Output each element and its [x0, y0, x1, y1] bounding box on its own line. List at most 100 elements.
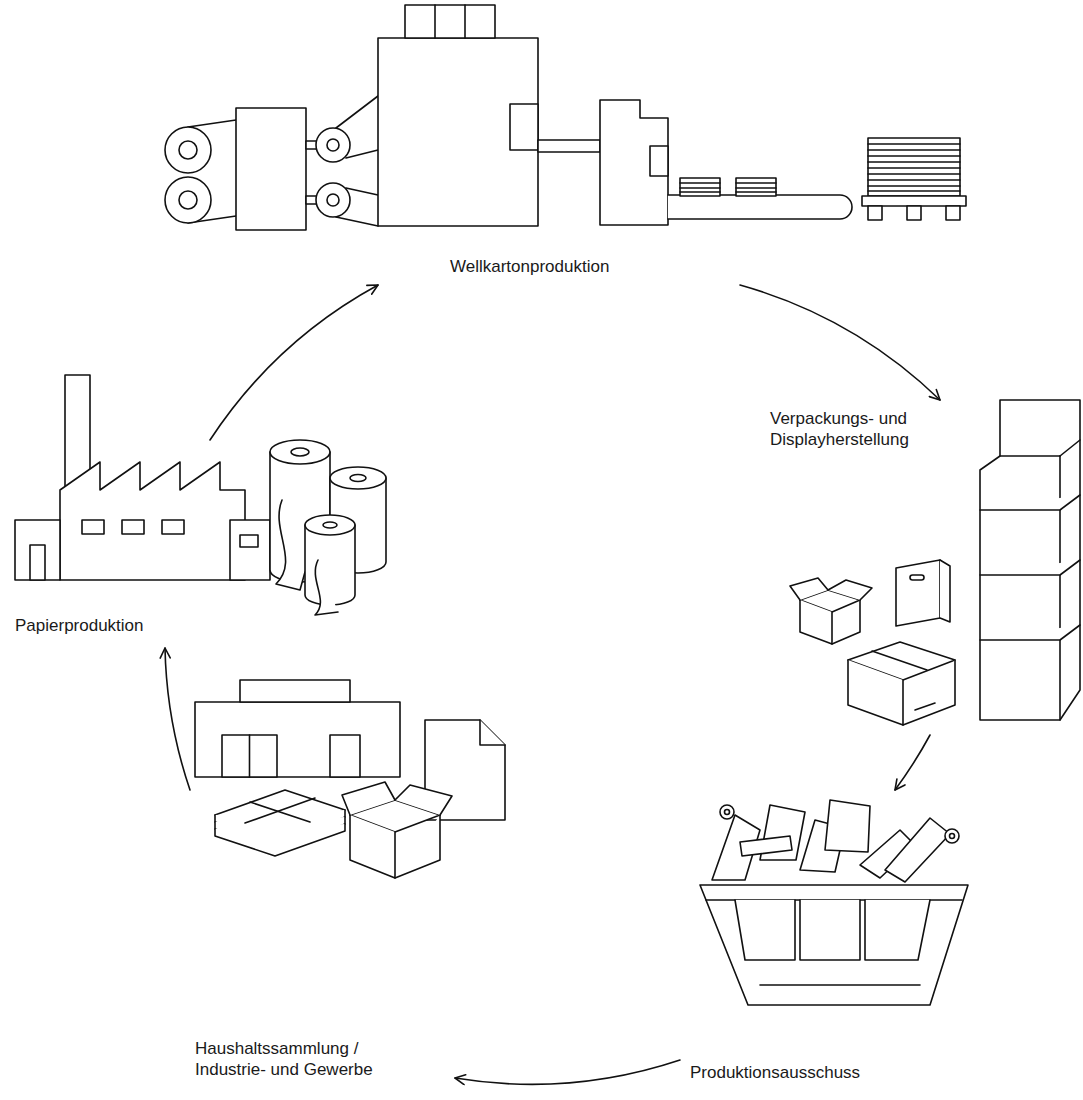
packaging-display-part: [915, 703, 935, 710]
waste-skip-part: [735, 900, 795, 960]
corrugator-machine-part: [510, 104, 538, 150]
corrugator-machine-part: [907, 206, 921, 220]
collection-point-part: [245, 798, 315, 823]
packaging-display-part: [1059, 456, 1061, 720]
stage-label: Papierproduktion: [15, 615, 215, 636]
corrugator-machine-part: [188, 120, 236, 127]
packaging-display-part: [980, 625, 1080, 640]
cycle-arrow: [895, 735, 930, 790]
corrugator-machine-part: [868, 179, 960, 181]
stage-label: Haushaltssammlung / Industrie- und Gewer…: [195, 1038, 395, 1080]
corrugator-machine-part: [680, 187, 720, 189]
corrugator-machine-part: [736, 187, 776, 189]
packaging-display-part: [828, 580, 872, 600]
collection-point-part: [240, 680, 350, 702]
corrugator-machine-part: [868, 138, 960, 196]
packaging-display-part: [1000, 455, 1060, 457]
stage-label: Produktionsausschuss: [690, 1062, 910, 1083]
paper-mill-part: [60, 462, 245, 580]
collection-point-part: [330, 735, 360, 777]
corrugator-machine-part: [862, 196, 966, 206]
corrugator-machine-part: [316, 183, 350, 217]
waste-skip-part: [760, 984, 920, 986]
packaging-display-part: [832, 600, 860, 644]
cycle-arrow: [740, 285, 940, 400]
packaging-display-part: [848, 660, 903, 725]
corrugator-machine-part: [668, 195, 852, 219]
corrugator-machine-part: [868, 161, 960, 163]
paper-mill-part: [122, 520, 144, 534]
corrugator-machine-part: [464, 5, 466, 38]
waste-skip-part: [740, 836, 792, 856]
packaging-display-part: [790, 578, 828, 600]
paper-mill: [15, 375, 386, 615]
corrugator-machine-part: [868, 143, 960, 145]
corrugator-machine-part: [650, 146, 668, 176]
corrugator-machine-part: [680, 178, 720, 196]
corrugator-machine-part: [327, 139, 339, 151]
process-stage: Haushaltssammlung / Industrie- und Gewer…: [190, 680, 455, 1095]
corrugator-machine-part: [165, 127, 211, 173]
collection-point-part: [195, 702, 400, 777]
corrugator-machine-part: [346, 150, 378, 158]
collection-point-part: [249, 735, 251, 777]
corrugator-machine-part: [434, 5, 436, 38]
corrugator-machine-part: [868, 206, 882, 220]
paper-mill-part: [291, 448, 309, 456]
packaging-display-part: [903, 660, 955, 725]
collection-point-part: [222, 735, 277, 777]
paper-mill-part: [350, 475, 366, 482]
corrugator-machine-part: [346, 188, 378, 195]
collection-point-part: [342, 782, 395, 815]
corrugator-machine-part: [165, 177, 211, 223]
cycle-arrow: [455, 1060, 680, 1084]
packaging-display-part: [800, 600, 832, 644]
paper-mill-part: [330, 467, 386, 489]
corrugator-machine-part: [868, 173, 960, 175]
waste-skip-part: [865, 900, 930, 960]
corrugator-machine-part: [680, 191, 720, 193]
collection-point-part: [215, 824, 345, 856]
collection-point-part: [395, 785, 452, 815]
packaging-display-part: [872, 651, 927, 670]
packaging-display-part: [896, 560, 940, 626]
corrugator-machine-part: [868, 155, 960, 157]
stage-label: Wellkartonproduktion: [450, 256, 690, 277]
corrugator-machine-part: [336, 217, 378, 226]
waste-skip-part: [885, 818, 950, 882]
packaging-display-part: [980, 400, 1080, 720]
corrugator-machine-part: [600, 100, 668, 225]
corrugator-machine-part: [868, 185, 960, 187]
corrugator-machine-part: [405, 5, 495, 38]
waste-skip-part: [950, 834, 955, 839]
stage-label: Verpackungs- und Displayherstellung: [770, 408, 930, 450]
collection-point: [195, 680, 505, 878]
packaging-display-part: [940, 560, 950, 622]
corrugator-machine-part: [179, 191, 197, 209]
packaging-display-part: [980, 560, 1080, 575]
paper-mill-part: [276, 500, 305, 590]
collection-point-part: [350, 815, 395, 878]
waste-skip-part: [725, 810, 730, 815]
corrugator-machine-part: [868, 167, 960, 169]
collection-point-part: [480, 720, 505, 745]
paper-mill-part: [305, 515, 355, 535]
corrugator-machine: [165, 5, 966, 230]
corrugator-machine-part: [736, 191, 776, 193]
waste-skip: [700, 800, 968, 1005]
paper-mill-part: [240, 535, 258, 547]
corrugator-machine-part: [946, 206, 960, 220]
process-stage: Produktionsausschuss: [680, 790, 985, 1085]
waste-skip-part: [700, 885, 968, 1005]
waste-skip-part: [800, 900, 860, 960]
paper-mill-part: [82, 520, 104, 534]
packaging-display-part: [980, 495, 1080, 510]
corrugator-machine-part: [736, 182, 776, 184]
paper-mill-part: [230, 520, 270, 580]
cycle-arrow: [210, 285, 378, 440]
packaging-display-part: [1060, 440, 1080, 456]
corrugator-machine-part: [316, 128, 350, 162]
packaging-display-part: [910, 575, 924, 580]
